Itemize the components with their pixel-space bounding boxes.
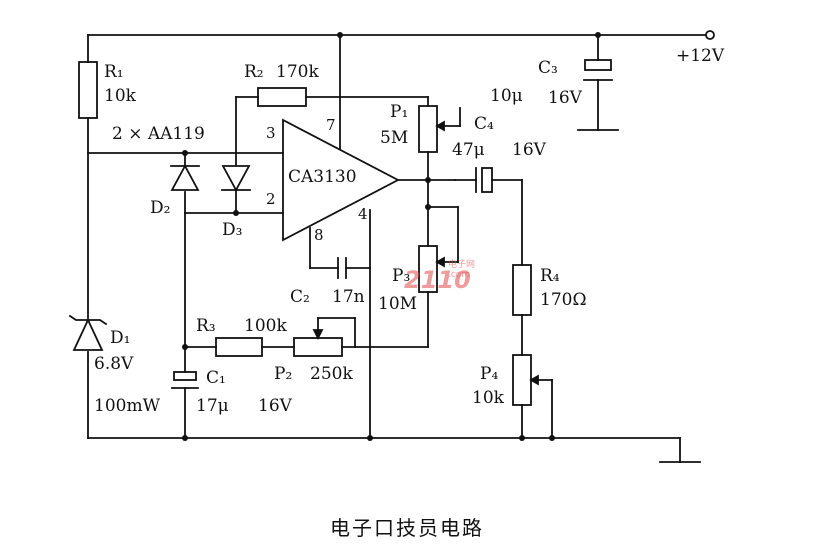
c3-ref: C₃ — [538, 58, 558, 78]
p1-value: 5M — [380, 128, 409, 148]
watermark-logo: 2110 — [404, 266, 471, 294]
supply-terminal — [705, 30, 715, 40]
pin-2: 2 — [266, 190, 276, 208]
p3-value: 10M — [378, 294, 418, 314]
d2-diode — [170, 164, 200, 191]
d1-power: 100mW — [94, 396, 161, 416]
c3-voltage: 16V — [548, 88, 582, 108]
d3-ref: D₃ — [222, 220, 243, 240]
p1-potentiometer — [418, 105, 438, 153]
r4-value: 170Ω — [540, 290, 587, 310]
r4-ref: R₄ — [540, 266, 560, 286]
c1-voltage: 16V — [258, 396, 292, 416]
supply-label: +12V — [676, 46, 725, 66]
c4-capacitor — [481, 167, 493, 193]
pin-3: 3 — [266, 124, 276, 142]
r2-value: 170k — [276, 62, 319, 82]
r3-ref: R₃ — [196, 316, 216, 336]
r2-ref: R₂ — [244, 62, 264, 82]
c1-value: 17μ — [196, 396, 229, 416]
p4-ref: P₄ — [480, 364, 499, 384]
pin-8: 8 — [314, 226, 324, 244]
c3-value: 10μ — [490, 86, 523, 106]
p1-ref: P₁ — [390, 102, 409, 122]
p4-value: 10k — [472, 388, 504, 408]
opamp-ca3130 — [282, 118, 400, 242]
watermark-subtext: 电子网 .com — [448, 260, 475, 280]
r3-resistor — [215, 337, 263, 357]
c4-value: 47μ — [452, 140, 485, 160]
d1-voltage: 6.8V — [94, 354, 134, 374]
c4-ref: C₄ — [474, 114, 494, 134]
r1-ref: R₁ — [104, 62, 124, 82]
c1-capacitor — [173, 371, 197, 381]
p2-ref: P₂ — [274, 364, 293, 384]
c3-capacitor — [584, 59, 612, 71]
r4-resistor — [512, 264, 532, 316]
pin-4: 4 — [358, 205, 368, 223]
d1-ref: D₁ — [110, 328, 131, 348]
r1-resistor — [78, 61, 98, 119]
c2-value: 17n — [332, 287, 365, 307]
p4-potentiometer — [512, 354, 532, 406]
r2-resistor — [257, 87, 307, 107]
c2-ref: C₂ — [290, 287, 310, 307]
d3-diode — [221, 165, 251, 192]
d2-ref: D₂ — [150, 198, 171, 218]
c1-ref: C₁ — [206, 368, 226, 388]
watermark-sub1: 电子网 — [448, 260, 476, 270]
d1-zener — [72, 317, 104, 351]
figure-caption: 电子口技员电路 — [330, 516, 484, 540]
p2-potentiometer — [293, 337, 343, 357]
r1-value: 10k — [104, 86, 136, 106]
pin-7: 7 — [326, 116, 336, 134]
c4-voltage: 16V — [512, 140, 546, 160]
opamp-part-label: CA3130 — [288, 167, 357, 187]
p2-value: 250k — [310, 364, 353, 384]
r3-value: 100k — [244, 316, 287, 336]
diodes-note: 2 × AA119 — [112, 124, 205, 144]
watermark-sub2: .com — [448, 270, 471, 280]
p3-ref: P₃ — [392, 266, 411, 286]
